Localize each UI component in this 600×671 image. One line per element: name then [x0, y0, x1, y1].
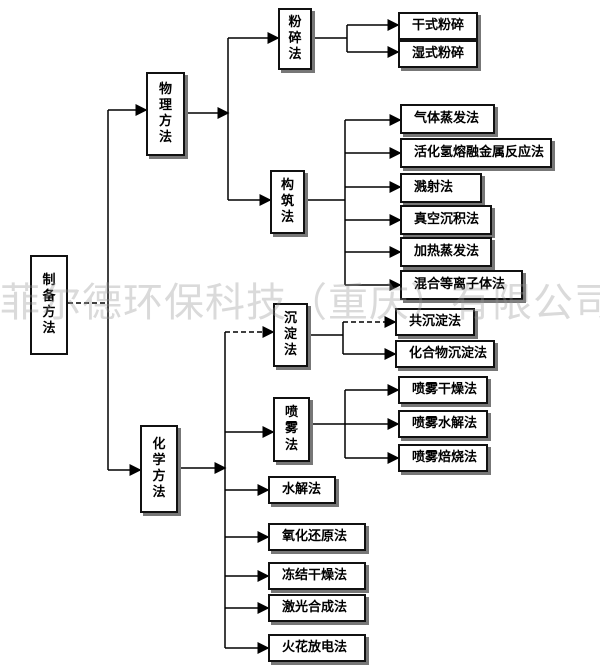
grinding-node: 粉碎法 [278, 8, 312, 70]
physical-method-node: 物理方法 [146, 72, 185, 156]
precipitation-item: 化合物沉淀法 [395, 340, 495, 368]
construction-item: 溅射法 [400, 173, 482, 203]
grinding-item: 湿式粉碎 [398, 40, 478, 68]
chemical-method-node: 化学方法 [140, 425, 178, 513]
spray-item: 喷雾干燥法 [398, 376, 488, 404]
construction-item: 气体蒸发法 [400, 104, 495, 134]
construction-label: 构筑法 [280, 177, 294, 226]
grinding-item: 干式粉碎 [398, 12, 478, 40]
precipitation-label: 沉淀法 [283, 310, 297, 359]
chemical-item: 水解法 [268, 476, 336, 504]
chemical-item: 火花放电法 [268, 634, 366, 662]
precipitation-node: 沉淀法 [273, 303, 308, 367]
spray-item: 喷雾焙烧法 [398, 444, 488, 472]
precipitation-item: 共沉淀法 [395, 308, 475, 336]
construction-item: 活化氢熔融金属反应法 [400, 138, 552, 168]
grinding-label: 粉碎法 [288, 14, 302, 63]
construction-item: 混合等离子体法 [400, 270, 523, 300]
spray-label: 喷雾法 [284, 405, 298, 453]
physical-method-label: 物理方法 [158, 81, 172, 146]
chemical-item: 激光合成法 [268, 594, 366, 622]
spray-item: 喷雾水解法 [398, 410, 488, 438]
chemical-method-label: 化学方法 [152, 436, 166, 501]
construction-item: 真空沉积法 [400, 205, 492, 235]
root-node: 制备方法 [30, 255, 68, 355]
spray-node: 喷雾法 [273, 397, 310, 462]
construction-node: 构筑法 [270, 170, 305, 234]
chemical-item: 冻结干燥法 [268, 562, 366, 590]
construction-item: 加热蒸发法 [400, 237, 492, 267]
chemical-item: 氧化还原法 [268, 523, 366, 551]
root-label: 制备方法 [42, 272, 56, 337]
